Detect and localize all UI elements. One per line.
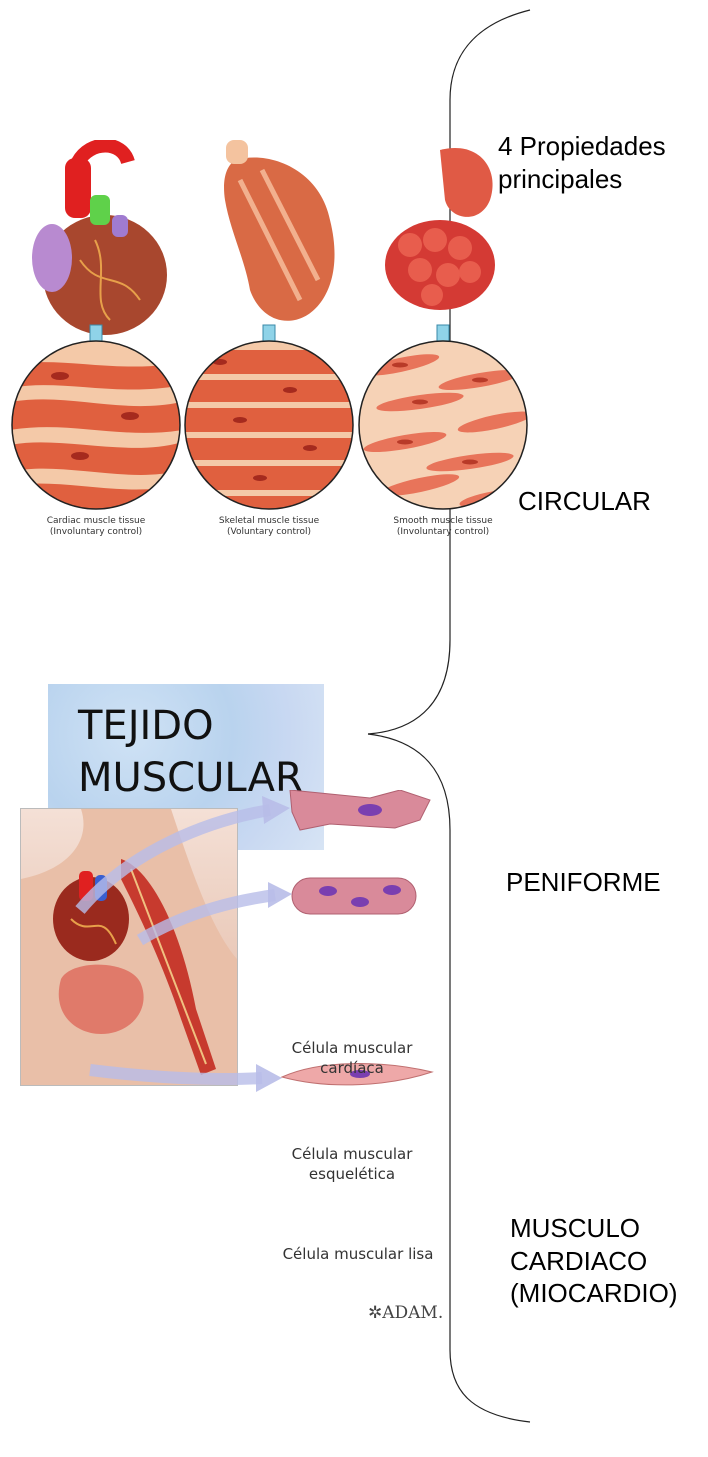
tissue-caption-smooth-control: (Involuntary control) [373, 527, 513, 538]
cell-caption-cardiac: Célula muscular cardíaca [272, 1038, 432, 1079]
branch-cardiac: MUSCULO CARDIACO (MIOCARDIO) [510, 1212, 678, 1310]
cell-caption-skeletal: Célula muscular esquelética [272, 1144, 432, 1185]
page-title: TEJIDO MUSCULAR [78, 700, 303, 804]
branch-cardiac-line1: MUSCULO [510, 1212, 678, 1245]
arrow-skeletal [140, 895, 275, 940]
tissue-caption-smooth-name: Smooth muscle tissue [373, 516, 513, 527]
tissue-caption-cardiac-control: (Involuntary control) [26, 527, 166, 538]
tissue-caption-smooth: Smooth muscle tissue (Involuntary contro… [373, 516, 513, 538]
cell-caption-smooth-line1: Célula muscular lisa [268, 1244, 448, 1264]
tissue-caption-skeletal-control: (Voluntary control) [199, 527, 339, 538]
skeletal-cell-icon [292, 878, 416, 914]
cell-caption-skeletal-line1: Célula muscular [272, 1144, 432, 1164]
tissue-caption-cardiac: Cardiac muscle tissue (Involuntary contr… [26, 516, 166, 538]
tissue-caption-cardiac-name: Cardiac muscle tissue [26, 516, 166, 527]
heart-organ-icon [32, 146, 167, 336]
branch-peniforme: PENIFORME [506, 866, 661, 899]
muscle-types-figure [0, 140, 540, 550]
cell-caption-smooth: Célula muscular lisa [268, 1244, 448, 1264]
cell-caption-skeletal-line2: esquelética [272, 1164, 432, 1184]
tissue-caption-skeletal-name: Skeletal muscle tissue [199, 516, 339, 527]
adam-credit: ✲ADAM. [368, 1303, 443, 1323]
branch-cardiac-line3: (MIOCARDIO) [510, 1277, 678, 1310]
cell-caption-cardiac-line1: Célula muscular [272, 1038, 432, 1058]
branch-properties: 4 Propiedades principales [498, 130, 666, 195]
branch-cardiac-line2: CARDIACO [510, 1245, 678, 1278]
adam-credit-text: ADAM. [382, 1303, 443, 1323]
branch-properties-line2: principales [498, 163, 666, 196]
branch-properties-line1: 4 Propiedades [498, 130, 666, 163]
intestine-organ-icon [385, 148, 495, 310]
branch-circular: CIRCULAR [518, 485, 651, 518]
cell-caption-cardiac-line2: cardíaca [272, 1058, 432, 1078]
tissue-caption-skeletal: Skeletal muscle tissue (Voluntary contro… [199, 516, 339, 538]
page-title-line1: TEJIDO [78, 700, 303, 752]
arrow-smooth [90, 1070, 262, 1079]
arm-organ-icon [224, 140, 335, 321]
adam-logo-icon: ✲ [368, 1303, 382, 1323]
cardiac-cell-icon [290, 790, 430, 830]
